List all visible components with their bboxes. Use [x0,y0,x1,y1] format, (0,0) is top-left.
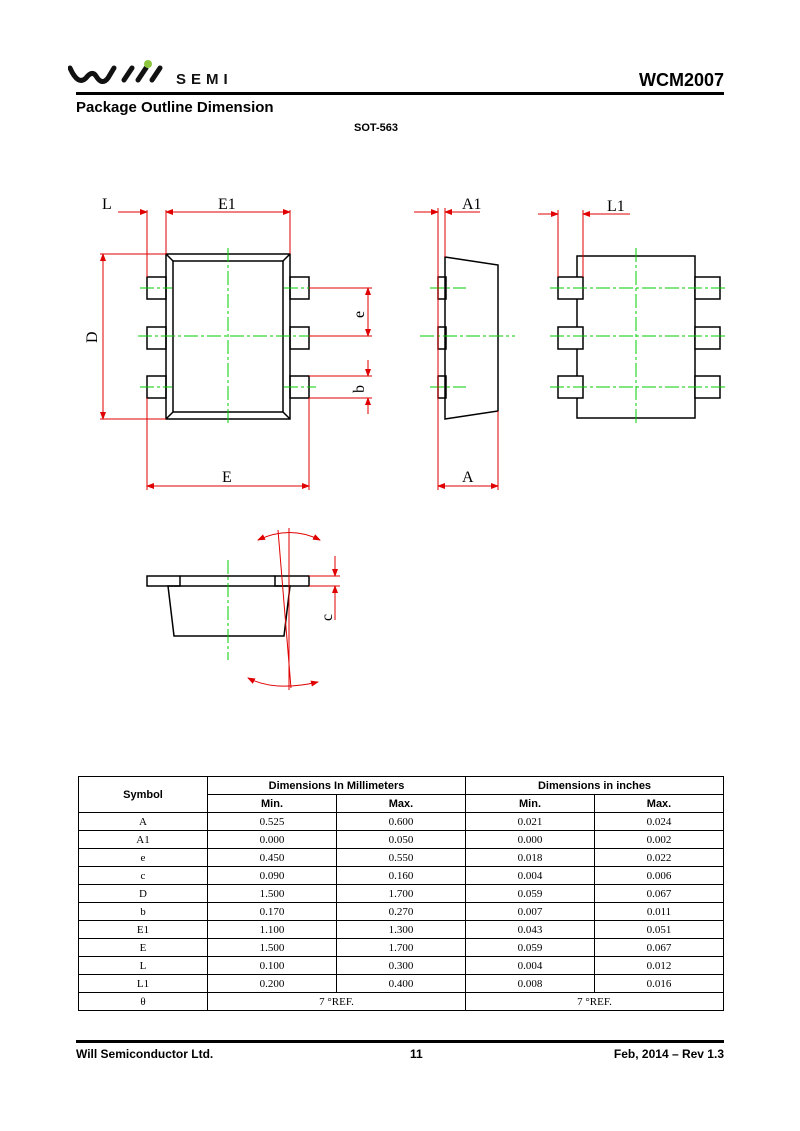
table-cell: 0.170 [207,902,337,921]
table-cell: 0.300 [335,956,467,975]
dim-label-L1: L1 [607,198,625,215]
table-cell: 0.004 [465,866,596,885]
table-cell: 1.500 [207,884,337,903]
table-cell: 0.022 [594,848,725,867]
table-cell: 7 °REF. [206,992,467,1011]
table-cell: 1.500 [207,938,337,957]
in-max-header: Max. [594,794,725,813]
table-row-theta: θ 7 °REF. 7 °REF. [78,992,725,1011]
dim-label-E1: E1 [218,196,236,213]
table-cell: 0.018 [465,848,596,867]
logo-text: SEMI [176,71,233,88]
table-cell: 0.450 [207,848,337,867]
table-cell: 0.160 [335,866,467,885]
footer-date-revision: Feb, 2014 – Rev 1.3 [613,1047,724,1061]
table-cell: 0.051 [594,920,725,939]
table-cell: 0.002 [594,830,725,849]
table-cell: 0.012 [594,956,725,975]
table-cell: e [78,848,208,867]
table-cell: 1.300 [335,920,467,939]
table-cell: 0.011 [594,902,725,921]
table-cell: c [78,866,208,885]
dim-label-D: D [84,331,101,343]
table-cell: A [78,812,208,831]
symbol-header: Symbol [78,776,208,813]
table-cell: 0.600 [335,812,467,831]
table-cell: E [78,938,208,957]
lead-detail-view [146,528,340,690]
table-cell: 0.059 [465,884,596,903]
table-cell: 1.100 [207,920,337,939]
section-title: Package Outline Dimension [76,99,274,116]
in-header: Dimensions in inches [465,776,725,795]
package-outline-drawing: L E1 A1 L1 D e b E A c [84,196,728,690]
table-cell: 0.270 [335,902,467,921]
table-cell: θ [78,992,208,1011]
mm-header: Dimensions In Millimeters [206,776,467,795]
table-cell: 7 °REF. [465,992,725,1011]
table-cell: 0.050 [335,830,467,849]
table-cell: 0.067 [594,884,725,903]
company-logo: SEMI [67,58,268,90]
dim-label-e: e [351,311,368,318]
dim-label-E: E [222,469,232,486]
package-name: SOT-563 [354,122,399,134]
table-cell: A1 [78,830,208,849]
table-cell: 0.059 [465,938,596,957]
table-cell: 0.067 [594,938,725,957]
table-cell: 0.004 [465,956,596,975]
table-cell: 0.100 [207,956,337,975]
table-cell: D [78,884,208,903]
dim-label-b: b [351,385,368,393]
table-cell: 0.043 [465,920,596,939]
table-cell: 0.006 [594,866,725,885]
table-cell: 0.200 [207,974,337,993]
table-cell: 0.000 [465,830,596,849]
table-cell: 0.550 [335,848,467,867]
table-cell: 0.000 [207,830,337,849]
table-cell: 0.024 [594,812,725,831]
dim-label-c: c [319,614,336,621]
side-view [414,208,515,490]
mm-min-header: Min. [207,794,337,813]
table-cell: L [78,956,208,975]
footer-rule [76,1040,724,1043]
table-cell: L1 [78,974,208,993]
table-cell: 0.400 [335,974,467,993]
part-number: WCM2007 [638,70,724,90]
header-rule [76,92,724,95]
table-cell: 1.700 [335,884,467,903]
table-cell: 0.021 [465,812,596,831]
table-cell: E1 [78,920,208,939]
top-view [100,209,372,490]
dimensions-table: Symbol Dimensions In Millimeters Dimensi… [78,776,725,1011]
table-cell: 0.008 [465,974,596,993]
table-cell: 0.016 [594,974,725,993]
table-cell: 0.090 [207,866,337,885]
dim-label-A1: A1 [462,196,482,213]
dim-label-L: L [102,196,112,213]
table-cell: b [78,902,208,921]
footer-page-number: 11 [410,1047,423,1061]
table-cell: 0.525 [207,812,337,831]
bottom-view [538,210,728,425]
table-cell: 0.007 [465,902,596,921]
footer-company: Will Semiconductor Ltd. [76,1047,214,1061]
dim-label-A: A [462,469,474,486]
mm-max-header: Max. [335,794,467,813]
table-cell: 1.700 [335,938,467,957]
in-min-header: Min. [465,794,596,813]
